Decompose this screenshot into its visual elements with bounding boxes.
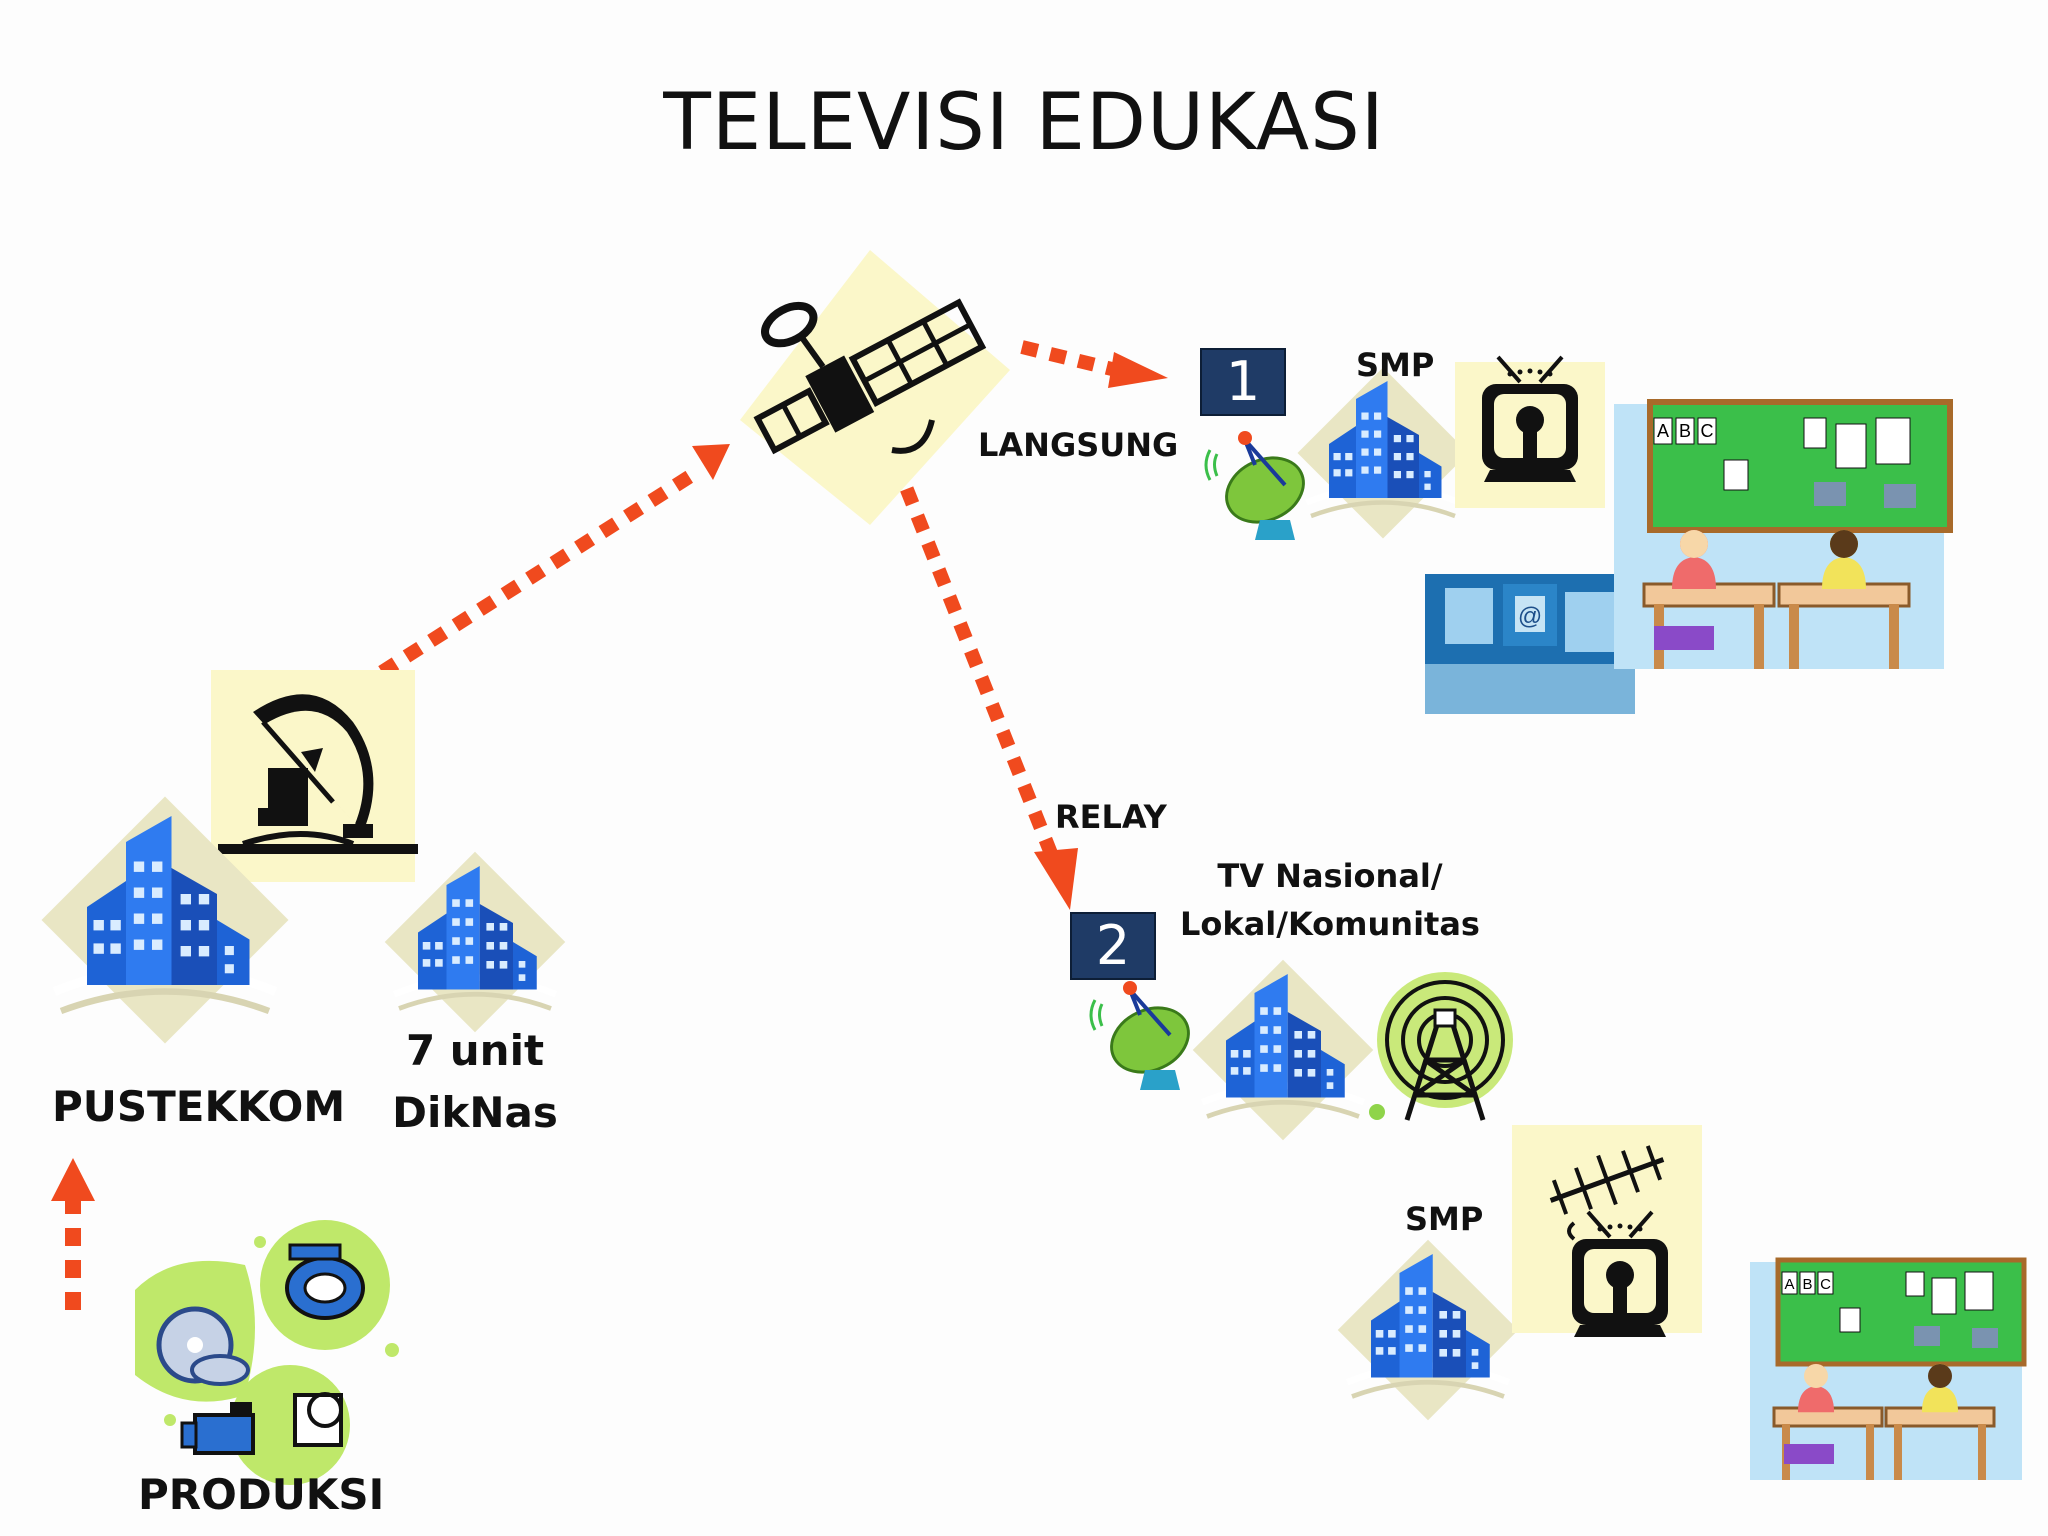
label-smp-bottom: SMP	[1405, 1200, 1484, 1238]
arrow-relay-head	[1034, 848, 1078, 910]
monitor-symbol: @	[1518, 603, 1542, 630]
board-letter: C	[1701, 421, 1714, 441]
arrow-satellite-relay	[889, 459, 1059, 859]
board-letter: A	[1657, 421, 1669, 441]
label-smp-top: SMP	[1356, 346, 1435, 384]
label-pustekkom: PUSTEKKOM	[52, 1082, 346, 1131]
label-produksi: PRODUKSI	[138, 1470, 385, 1519]
label-tv-station: TV Nasional/ Lokal/Komunitas	[1170, 852, 1490, 948]
label-diknas-line2: DikNas	[392, 1088, 558, 1137]
satellite-icon	[740, 250, 1010, 525]
board-letter: C	[1820, 1276, 1831, 1293]
arrow-langsung-head	[1108, 352, 1168, 388]
tv-set-top-icon	[1455, 355, 1605, 508]
arrow-uplink-to-satellite	[378, 464, 704, 678]
arrow-satellite-langsung	[1020, 340, 1118, 377]
receiver-dish-top-icon	[1204, 429, 1316, 542]
arrow-uplink-head	[692, 444, 730, 480]
uplink-dish-icon	[211, 670, 418, 882]
production-media-clipart	[135, 1220, 399, 1485]
label-tv-station-line2: Lokal/Komunitas	[1180, 905, 1480, 943]
tv-set-bottom-icon	[1512, 1125, 1702, 1339]
label-tv-station-line1: TV Nasional/	[1217, 857, 1443, 895]
broadcast-tower-icon	[1369, 972, 1513, 1121]
board-letter: B	[1679, 421, 1691, 441]
label-diknas-line1: 7 unit	[405, 1026, 545, 1075]
tv-station-building-icon	[1193, 960, 1374, 1141]
arrow-produksi-to-pustekkom	[51, 1158, 95, 1310]
smp-bottom-building-icon	[1338, 1240, 1519, 1421]
smp-top-building-icon	[1298, 368, 1469, 539]
route-number-1: 1	[1200, 348, 1286, 416]
receiver-dish-relay-icon	[1089, 979, 1201, 1092]
slide-title: TELEVISI EDUKASI	[663, 78, 1385, 168]
label-relay: RELAY	[1055, 798, 1167, 836]
computer-lab-photo: @	[1425, 574, 1635, 714]
label-diknas: 7 unit DikNas	[370, 1020, 580, 1144]
board-letter: B	[1802, 1276, 1812, 1293]
label-langsung: LANGSUNG	[978, 426, 1179, 464]
route-number-2: 2	[1070, 912, 1156, 980]
board-letter: A	[1784, 1276, 1794, 1293]
